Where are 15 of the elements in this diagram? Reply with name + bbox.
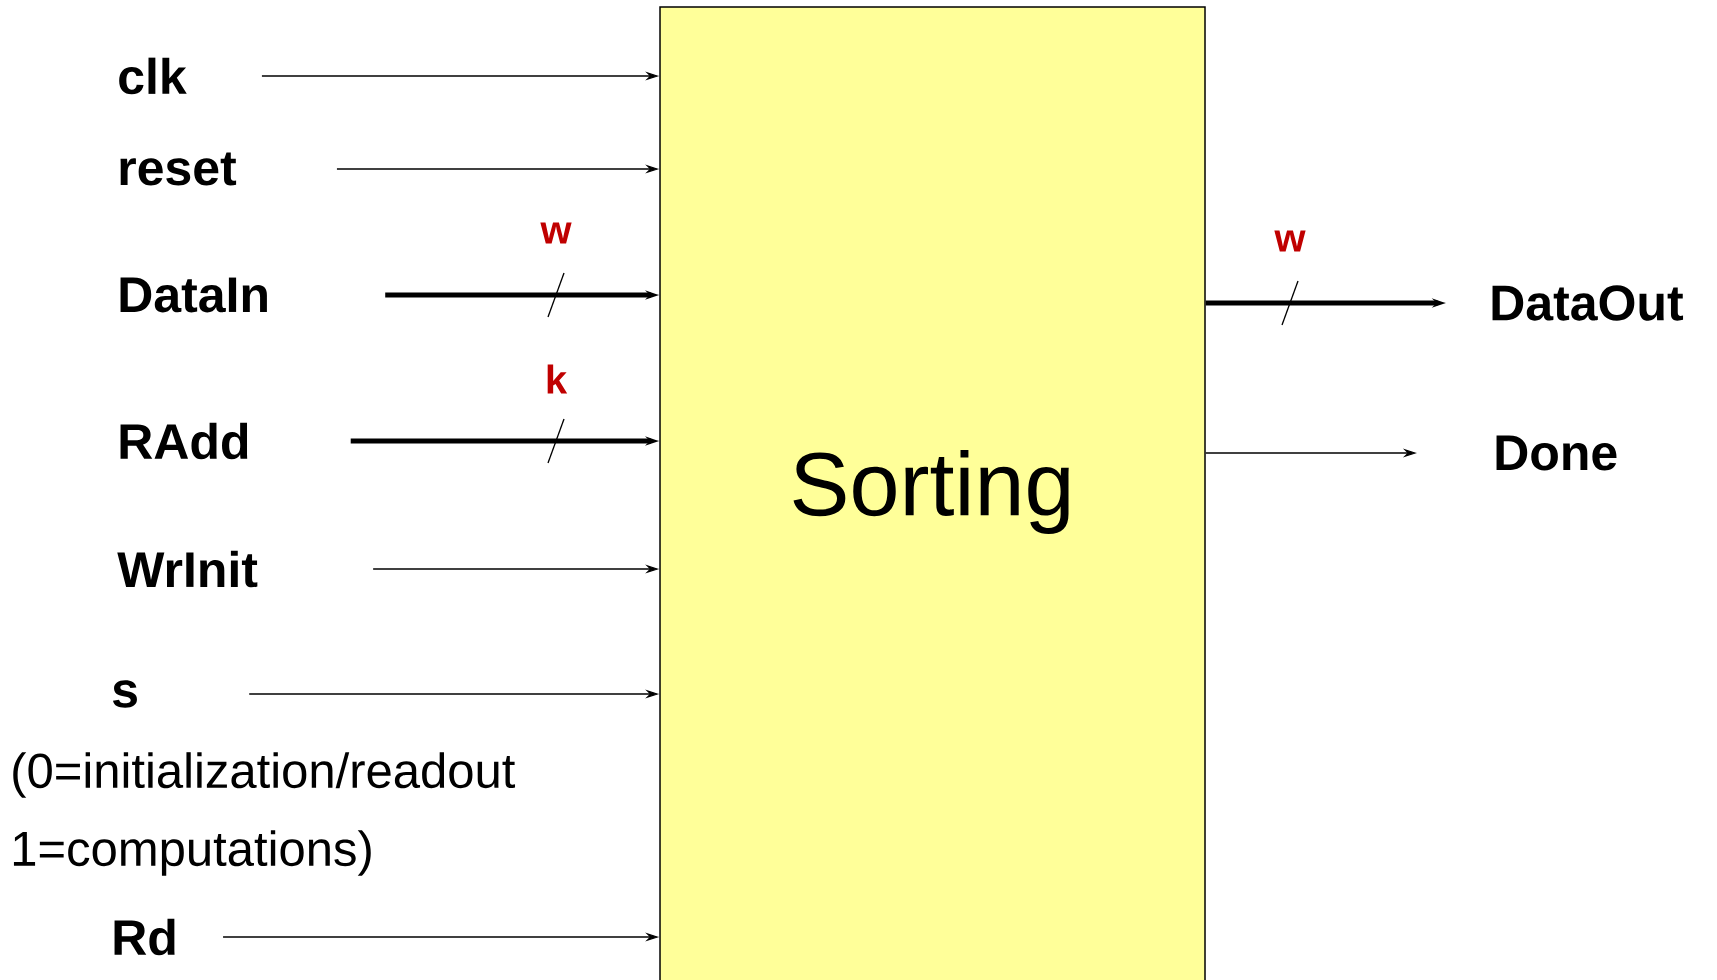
signal-name: DataIn — [120, 277, 267, 313]
edge-label: k — [547, 364, 568, 394]
edge-label: w — [1274, 230, 1306, 252]
sorting-block — [659, 6, 1206, 980]
signal-name: s — [112, 680, 137, 708]
signal-name: Rd — [114, 918, 175, 956]
signal-name: reset — [120, 152, 237, 186]
signal-name: DataOut — [1492, 285, 1684, 321]
signal-name: WrInit — [117, 550, 258, 588]
signal-name: RAdd — [120, 422, 248, 460]
edge-label: w — [540, 222, 572, 244]
block-title: Sorting — [793, 450, 1069, 534]
signal-name: Done — [1496, 435, 1617, 471]
signal-name: clk — [119, 57, 187, 95]
note-text: (0=initialization/readout 1=computations) — [13, 752, 515, 876]
